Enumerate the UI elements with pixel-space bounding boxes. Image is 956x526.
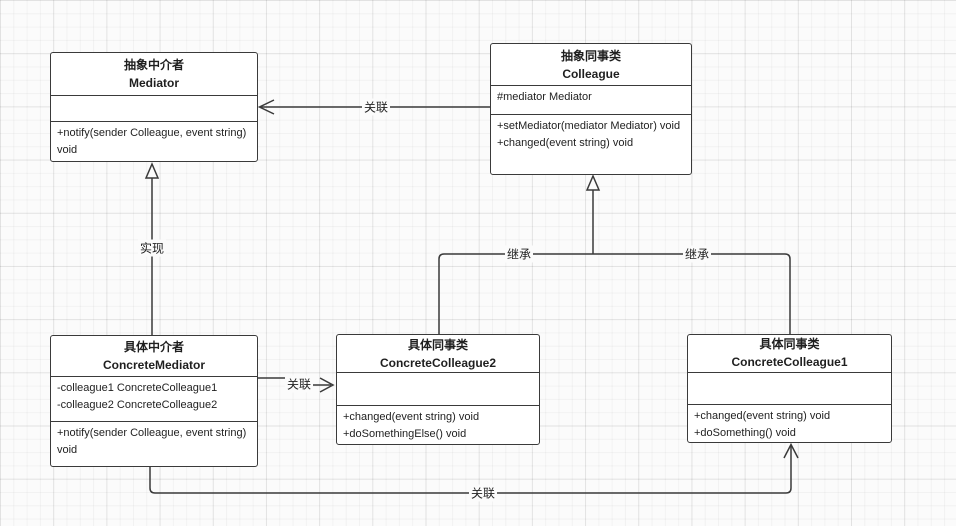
class-title: 抽象同事类 Colleague (491, 44, 691, 85)
class-title-en: ConcreteColleague1 (731, 355, 848, 370)
methods-compartment: +changed(event string) void +doSomething… (688, 404, 891, 442)
edge-label-inheritance-left[interactable]: 继承 (504, 245, 534, 263)
class-title: 具体中介者 ConcreteMediator (51, 336, 257, 376)
class-box-concrete-mediator[interactable]: 具体中介者 ConcreteMediator -colleague1 Concr… (50, 335, 258, 467)
method-line: +setMediator(mediator Mediator) void (497, 120, 681, 132)
class-title-en: ConcreteColleague2 (379, 355, 497, 370)
realization-arrow-concretemediator-to-mediator[interactable] (144, 162, 160, 335)
method-line: +notify(sender Colleague, event string) … (57, 127, 247, 156)
method-line: +doSomething() void (694, 427, 796, 440)
inheritance-connector[interactable] (438, 174, 791, 334)
class-title-cn: 具体同事类 (759, 337, 820, 352)
class-title: 具体同事类 ConcreteColleague1 (688, 335, 891, 372)
methods-compartment: +notify(sender Colleague, event string) … (51, 421, 257, 466)
edge-label-association-bottom[interactable]: 关联 (468, 484, 498, 502)
class-title-cn: 抽象中介者 (123, 58, 184, 72)
method-line: +changed(event string) void (497, 137, 634, 149)
class-title: 具体同事类 ConcreteColleague2 (337, 335, 539, 372)
method-line: +doSomethingElse() void (343, 428, 467, 441)
class-box-colleague[interactable]: 抽象同事类 Colleague #mediator Mediator +setM… (490, 43, 692, 175)
class-title-cn: 抽象同事类 (560, 48, 621, 63)
class-box-mediator[interactable]: 抽象中介者 Mediator +notify(sender Colleague,… (50, 52, 258, 162)
edge-label-inheritance-right[interactable]: 继承 (682, 245, 712, 263)
class-title-en: Colleague (562, 66, 620, 81)
attributes-compartment (688, 371, 891, 404)
class-title-en: Mediator (128, 76, 179, 90)
edge-label-association-mid[interactable]: 关联 (284, 375, 314, 393)
class-title-en: ConcreteMediator (102, 358, 206, 372)
class-title-cn: 具体同事类 (407, 337, 468, 352)
method-line: +changed(event string) void (343, 411, 480, 424)
class-box-concrete-colleague1[interactable]: 具体同事类 ConcreteColleague1 +changed(event … (687, 334, 892, 443)
class-title: 抽象中介者 Mediator (51, 53, 257, 95)
attributes-compartment: -colleague1 ConcreteColleague1 -colleagu… (51, 376, 257, 421)
class-title-cn: 具体中介者 (123, 340, 184, 354)
attribute-line: #mediator Mediator (497, 91, 592, 103)
attribute-line: -colleague1 ConcreteColleague1 (57, 382, 218, 394)
association-arrow-concretemediator-to-concretecolleague2[interactable] (258, 377, 335, 393)
attributes-compartment (51, 95, 257, 121)
methods-compartment: +changed(event string) void +doSomething… (337, 405, 539, 444)
class-box-concrete-colleague2[interactable]: 具体同事类 ConcreteColleague2 +changed(event … (336, 334, 540, 445)
attribute-line: -colleague2 ConcreteColleague2 (57, 399, 218, 411)
edge-label-realization[interactable]: 实现 (137, 239, 167, 257)
method-line: +notify(sender Colleague, event string) … (57, 427, 247, 456)
method-line: +changed(event string) void (694, 410, 831, 423)
methods-compartment: +notify(sender Colleague, event string) … (51, 121, 257, 161)
attributes-compartment (337, 372, 539, 405)
attributes-compartment: #mediator Mediator (491, 85, 691, 114)
edge-label-association-top[interactable]: 关联 (361, 98, 391, 116)
methods-compartment: +setMediator(mediator Mediator) void +ch… (491, 114, 691, 174)
